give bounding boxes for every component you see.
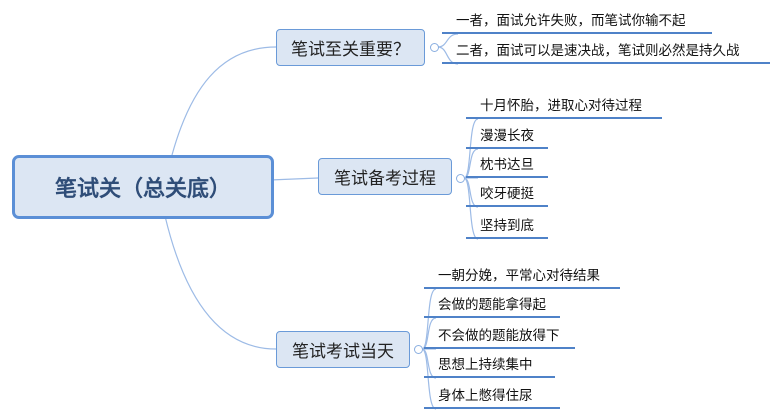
leaf-node[interactable]: 会做的题能拿得起 <box>424 294 560 318</box>
leaf-node[interactable]: 一朝分娩，平常心对待结果 <box>424 265 620 289</box>
leaf-node[interactable]: 一者，面试允许失败，而笔试你输不起 <box>442 10 712 34</box>
branch-node-importance[interactable]: 笔试至关重要？ <box>276 29 425 66</box>
collapse-toggle-icon[interactable] <box>456 174 465 183</box>
branch-label: 笔试备考过程 <box>334 169 436 189</box>
branch-label: 笔试考试当天 <box>292 342 394 362</box>
branch-node-exam-day[interactable]: 笔试考试当天 <box>276 331 410 368</box>
collapse-toggle-icon[interactable] <box>430 43 439 52</box>
leaf-node[interactable]: 不会做的题能放得下 <box>424 325 575 349</box>
leaf-node[interactable]: 漫漫长夜 <box>466 125 548 149</box>
branch-node-preparation[interactable]: 笔试备考过程 <box>318 158 452 195</box>
leaf-node[interactable]: 咬牙硬挺 <box>466 183 548 207</box>
leaf-node[interactable]: 枕书达旦 <box>466 154 548 178</box>
collapse-toggle-icon[interactable] <box>414 345 423 354</box>
leaf-node[interactable]: 二者，面试可以是速决战，笔试则必然是持久战 <box>442 40 770 64</box>
leaf-node[interactable]: 身体上憋得住尿 <box>424 385 560 409</box>
branch-label: 笔试至关重要？ <box>291 40 410 60</box>
root-node[interactable]: 笔试关（总关底） <box>12 155 274 219</box>
leaf-node[interactable]: 坚持到底 <box>466 215 548 239</box>
leaf-node[interactable]: 思想上持续集中 <box>424 354 555 378</box>
leaf-node[interactable]: 十月怀胎，进取心对待过程 <box>466 95 662 119</box>
root-label: 笔试关（总关底） <box>54 177 231 202</box>
